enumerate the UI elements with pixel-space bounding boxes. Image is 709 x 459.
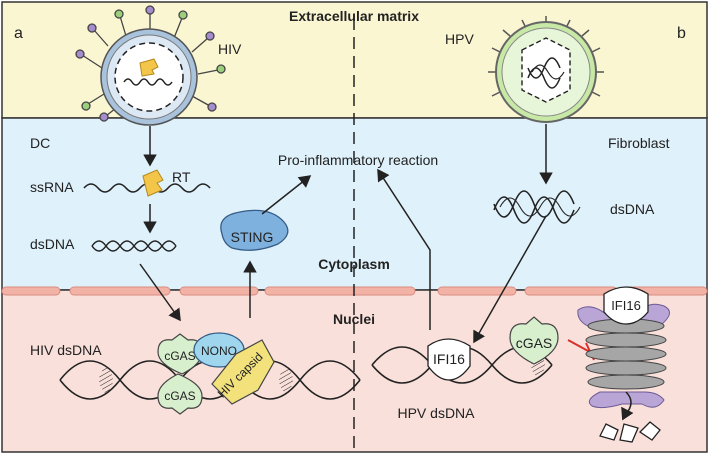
hpv-virion xyxy=(488,16,604,123)
arrow-dsdna-to-ifi16 xyxy=(473,215,547,344)
arrow-ifi16-to-reaction xyxy=(377,168,431,330)
sting-label: STING xyxy=(231,229,274,245)
rt-enzyme xyxy=(142,169,164,197)
nono-label: NONO xyxy=(201,344,237,358)
ifi16-dna-protein: IFI16 xyxy=(427,338,471,381)
arrow-dsdna-to-nucleus xyxy=(139,263,181,322)
panel-label-b: b xyxy=(677,25,686,42)
hiv-label: HIV xyxy=(218,41,242,57)
panel-label-a: a xyxy=(14,25,23,42)
cytoplasm-region xyxy=(1,117,708,291)
cgas-right-label: cGAS xyxy=(516,335,553,351)
hpv-label: HPV xyxy=(445,31,474,47)
dc-label: DC xyxy=(30,135,50,151)
extracellular-title: Extracellular matrix xyxy=(289,8,419,24)
rt-label: RT xyxy=(172,169,191,185)
nono-protein: NONO xyxy=(193,332,245,368)
cgas-bottom-label: cGAS xyxy=(164,389,195,403)
dsdna-left-helix xyxy=(91,240,177,252)
cytoplasm-title: Cytoplasm xyxy=(318,256,390,272)
dsdna-right-helix xyxy=(493,190,581,224)
ifi16-nucleosome-label: IFI16 xyxy=(611,298,641,313)
dsdna-right-label: dsDNA xyxy=(610,201,655,217)
nuclear-membrane xyxy=(1,286,708,296)
cgas-bottom-protein: cGAS xyxy=(157,373,203,415)
cgas-right-protein: cGAS xyxy=(509,316,559,365)
nuclei-title: Nuclei xyxy=(333,311,375,327)
ifi16-dna-label: IFI16 xyxy=(433,351,465,367)
fibroblast-label: Fibroblast xyxy=(608,135,670,151)
cgas-top-protein: cGAS xyxy=(157,333,203,375)
ifi16-nucleosome-protein: IFI16 xyxy=(603,286,649,325)
dsdna-left-label: dsDNA xyxy=(30,236,75,252)
hiv-dsdna-label: HIV dsDNA xyxy=(30,342,102,358)
hiv-virion xyxy=(75,5,226,126)
arrow-sting-to-reaction xyxy=(261,175,312,215)
ssrna-label: ssRNA xyxy=(30,179,74,195)
pro-inflammatory-label: Pro-inflammatory reaction xyxy=(278,152,438,168)
cgas-top-label: cGAS xyxy=(164,349,195,363)
sting-protein: STING xyxy=(220,209,289,251)
hpv-dsdna-label: HPV dsDNA xyxy=(397,405,475,421)
